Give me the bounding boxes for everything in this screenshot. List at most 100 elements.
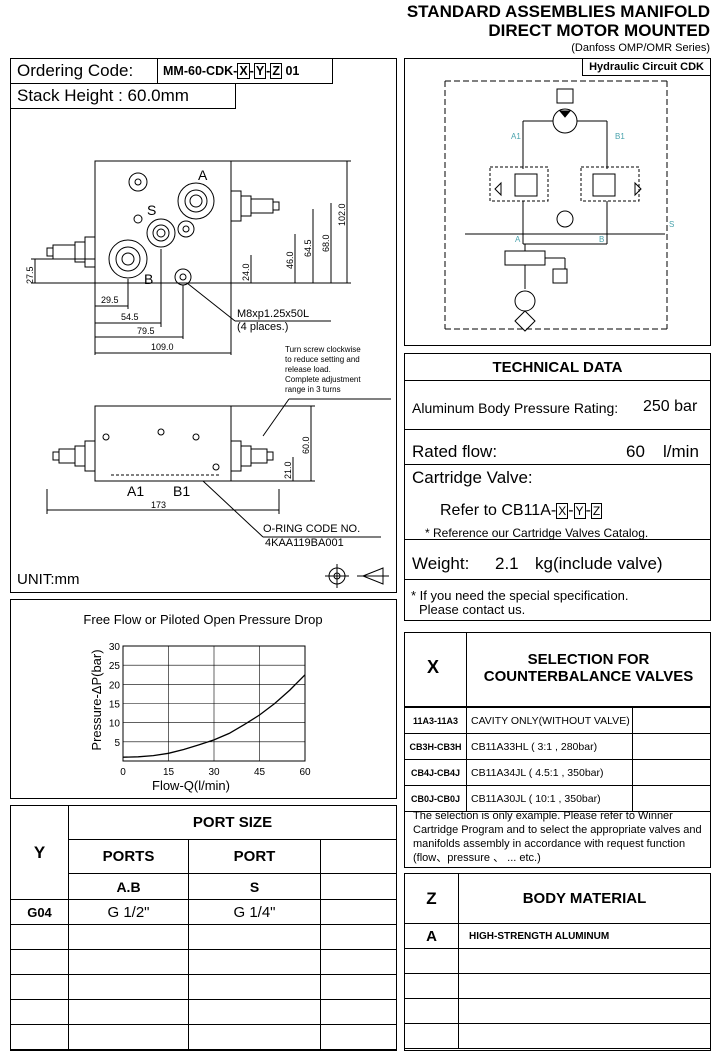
table-row: A HIGH-STRENGTH ALUMINUM (404, 923, 711, 949)
svg-text:Turn screw clockwise: Turn screw clockwise (285, 345, 361, 354)
port-col: PORT (233, 848, 276, 865)
body-material-title: BODY MATERIAL (522, 890, 647, 907)
cb-title-2: COUNTERBALANCE VALVES (483, 668, 694, 685)
special-note-1: * If you need the special specification. (411, 588, 629, 603)
svg-text:79.5: 79.5 (137, 326, 155, 336)
chart-xtick-label: 15 (163, 767, 175, 778)
svg-text:46.0: 46.0 (285, 251, 295, 269)
x-header: X (427, 657, 440, 677)
svg-text:B1: B1 (615, 132, 625, 141)
svg-text:Complete adjustment: Complete adjustment (285, 375, 361, 384)
chart-panel: Free Flow or Piloted Open Pressure Drop … (10, 599, 397, 799)
label-port-b: B (144, 271, 153, 287)
y-header: Y (33, 842, 46, 862)
svg-text:29.5: 29.5 (101, 295, 119, 305)
cb-code: CB3H-CB3H (409, 741, 462, 752)
ab-sub: A.B (116, 878, 141, 895)
chart-ytick-label: 30 (109, 642, 121, 653)
svg-text:60.0: 60.0 (301, 436, 311, 454)
label-port-s: S (147, 202, 156, 218)
counterbalance-table: 11A3-11A3 CAVITY ONLY(WITHOUT VALVE) CB3H-… (404, 707, 711, 812)
svg-text:B: B (599, 235, 604, 244)
catalog-note: * Reference our Cartridge Valves Catalog… (425, 526, 649, 540)
cb-code: 11A3-11A3 (412, 715, 459, 726)
title-line-1: STANDARD ASSEMBLIES MANIFOLD (406, 2, 710, 21)
title-line-2: DIRECT MOTOR MOUNTED (488, 21, 710, 40)
chart-grid (122, 645, 306, 762)
hydraulic-circuit: A1 B1 A B S (444, 80, 674, 332)
svg-text:54.5: 54.5 (121, 312, 139, 322)
chart-series-line (122, 674, 306, 758)
chart-xtick-label: 60 (299, 767, 311, 778)
technical-data-panel: TECHNICAL DATA Aluminum Body Pressure Ra… (404, 353, 711, 621)
label-port-a1: A1 (127, 483, 144, 499)
chart-ytick-label: 15 (109, 700, 121, 711)
svg-text:range in 3 turns: range in 3 turns (285, 385, 341, 394)
table-row (10, 999, 397, 1025)
cartridge-label: Cartridge Valve: (412, 468, 533, 487)
counterbalance-panel: X SELECTION FOR COUNTERBALANCE VALVES 11… (404, 632, 711, 868)
svg-text:21.0: 21.0 (283, 461, 293, 479)
ordering-label: Ordering Code: (17, 61, 134, 80)
technical-title: TECHNICAL DATA (405, 354, 710, 381)
cb-desc: CB11A30JL ( 10:1 , 350bar) (471, 792, 601, 805)
unit-label: UNIT:mm (17, 571, 80, 588)
ps-s: G 1/4" (233, 903, 276, 921)
cb-code: CB4J-CB4J (410, 767, 461, 778)
chart-xtick-label: 0 (120, 767, 126, 778)
cb-code: CB0J-CB0J (410, 793, 461, 804)
svg-text:S: S (669, 220, 674, 229)
chart-ytick-label: 10 (109, 719, 121, 730)
cb-desc: CAVITY ONLY(WITHOUT VALVE) (471, 714, 630, 727)
chart-title: Free Flow or Piloted Open Pressure Drop (83, 612, 322, 627)
bm-desc: HIGH-STRENGTH ALUMINUM (469, 930, 610, 942)
drawing-panel: Ordering Code: MM-60-CDK-X-Y-Z 01 Stack … (10, 58, 397, 593)
cb-row: CB0J-CB0J CB11A30JL ( 10:1 , 350bar) (404, 785, 711, 812)
table-row (404, 948, 711, 974)
oring-code: 4KAA119BA001 (265, 537, 344, 549)
subtitle: (Danfoss OMP/OMR Series) (571, 42, 710, 54)
bm-code: A (426, 927, 437, 945)
table-row (10, 949, 397, 975)
ordering-code-row: Ordering Code: MM-60-CDK-X-Y-Z 01 (11, 59, 333, 84)
cb-desc: CB11A34JL ( 4.5:1 , 350bar) (471, 766, 604, 779)
ordering-code: MM-60-CDK-X-Y-Z 01 (163, 63, 300, 79)
svg-text:A1: A1 (511, 132, 521, 141)
svg-text:68.0: 68.0 (321, 234, 331, 252)
special-note-2: Please contact us. (419, 602, 526, 617)
port-size-title: PORT SIZE (192, 814, 273, 831)
cb-note: The selection is only example. Please re… (413, 810, 702, 864)
chart-ytick-label: 25 (109, 661, 121, 672)
stack-height-row: Stack Height : 60.0mm (11, 84, 236, 109)
cartridge-refer: Refer to CB11A-X-Y-Z (440, 502, 603, 519)
chart-ylabel: Pressure-ΔP(bar) (89, 649, 104, 750)
table-row (10, 1024, 397, 1050)
bolt-note-2: (4 places.) (237, 321, 288, 333)
table-row (404, 998, 711, 1024)
cb-desc: CB11A33HL ( 3:1 , 280bar) (471, 740, 598, 753)
chart-ytick-label: 5 (114, 738, 120, 749)
weight-unit: kg(include valve) (535, 554, 663, 573)
svg-text:64.5: 64.5 (303, 239, 313, 257)
svg-text:A: A (515, 235, 521, 244)
svg-text:24.0: 24.0 (241, 263, 251, 281)
label-port-a: A (198, 167, 208, 183)
ps-code: G04 (27, 904, 52, 920)
svg-text:173: 173 (151, 500, 166, 510)
table-row (10, 974, 397, 1000)
manifold-drawing: A S B 102.0 68.0 64.5 46.0 24.0 27.5 29.… (17, 160, 391, 588)
bolt-note-1: M8xp1.25x50L (237, 308, 309, 320)
weight-value: 2.1 (495, 554, 519, 573)
table-row (404, 973, 711, 999)
circuit-title: Hydraulic Circuit CDK (582, 59, 710, 76)
oring-label: O-RING CODE NO. (263, 523, 360, 535)
flow-value: 60 (626, 442, 645, 461)
chart-ytick-label: 20 (109, 680, 121, 691)
pressure-label: Aluminum Body Pressure Rating: (412, 400, 619, 416)
stack-height: Stack Height : 60.0mm (17, 86, 189, 105)
